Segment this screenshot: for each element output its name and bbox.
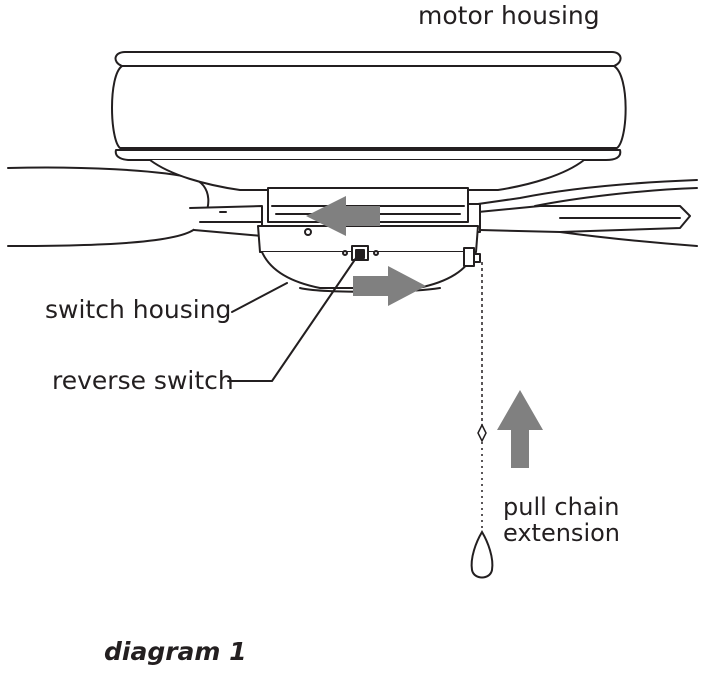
left-blade [7, 166, 263, 247]
reverse-switch-label: reverse switch [52, 366, 234, 395]
pull-chain-nub [463, 247, 481, 267]
pull-chain-extension-label: extension [503, 519, 620, 547]
diagram-caption: diagram 1 [104, 637, 247, 666]
arrow-left-icon [306, 196, 380, 236]
arrow-right-icon [353, 266, 426, 306]
pull-chain-fob [470, 530, 494, 579]
arrow-up-icon [497, 390, 543, 468]
switch-housing-leader [231, 282, 288, 313]
switch-housing-label: switch housing [45, 295, 232, 324]
pull-chain-label: pull chain [503, 493, 620, 521]
right-blade [467, 179, 698, 247]
pull-chain [470, 262, 494, 579]
motor-housing [111, 51, 627, 191]
reverse-switch-leader [227, 257, 357, 382]
motor-housing-label: motor housing [418, 1, 600, 30]
reverse-switch-part [342, 245, 379, 261]
